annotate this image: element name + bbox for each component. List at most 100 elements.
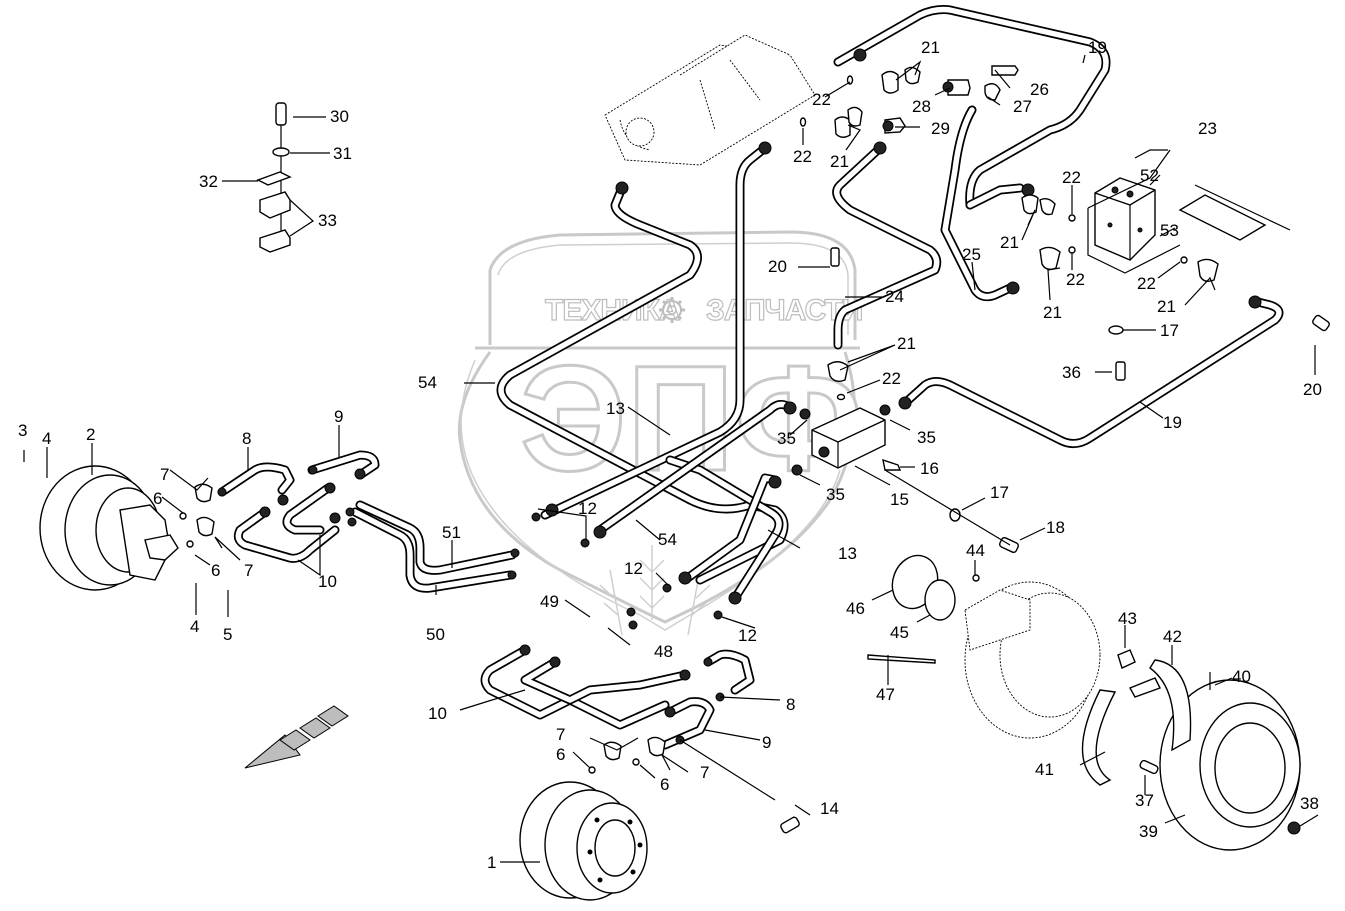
callout-6-left-bottom[interactable]: 6 xyxy=(211,561,220,580)
callout-22-valve-right[interactable]: 22 xyxy=(1137,274,1156,293)
callout-35-right[interactable]: 35 xyxy=(917,428,936,447)
gear-icon xyxy=(659,297,685,323)
callout-21-valve-left[interactable]: 21 xyxy=(1000,233,1019,252)
callout-12-top[interactable]: 12 xyxy=(578,499,597,518)
callout-18[interactable]: 18 xyxy=(1046,518,1065,537)
callout-7-left-top[interactable]: 7 xyxy=(160,465,169,484)
callout-22-valve-mid[interactable]: 22 xyxy=(1066,270,1085,289)
callout-51[interactable]: 51 xyxy=(442,523,461,542)
callout-9-left[interactable]: 9 xyxy=(334,407,343,426)
callout-42[interactable]: 42 xyxy=(1163,627,1182,646)
callout-17-bottom[interactable]: 17 xyxy=(990,483,1009,502)
callout-12-bottom[interactable]: 12 xyxy=(738,626,757,645)
callout-35-bottom[interactable]: 35 xyxy=(826,485,845,504)
callout-32[interactable]: 32 xyxy=(199,172,218,191)
callout-38[interactable]: 38 xyxy=(1300,794,1319,813)
callout-49[interactable]: 49 xyxy=(540,592,559,611)
callout-7-bottom-right[interactable]: 7 xyxy=(700,763,709,782)
callout-10-bottom[interactable]: 10 xyxy=(428,704,447,723)
callout-35-left[interactable]: 35 xyxy=(777,429,796,448)
callout-23[interactable]: 23 xyxy=(1198,119,1217,138)
callout-4-top[interactable]: 4 xyxy=(42,429,51,448)
callout-21-block[interactable]: 21 xyxy=(897,334,916,353)
callout-14[interactable]: 14 xyxy=(820,799,839,818)
callout-31[interactable]: 31 xyxy=(333,144,352,163)
callout-50[interactable]: 50 xyxy=(426,625,445,644)
callout-21-valve-bottom[interactable]: 21 xyxy=(1043,303,1062,322)
callout-21-valve-right[interactable]: 21 xyxy=(1157,297,1176,316)
callout-37[interactable]: 37 xyxy=(1135,791,1154,810)
callout-9-bottom[interactable]: 9 xyxy=(762,733,771,752)
callout-22-upper-mid[interactable]: 22 xyxy=(793,147,812,166)
callout-3[interactable]: 3 xyxy=(18,421,27,440)
callout-20-right[interactable]: 20 xyxy=(1303,380,1322,399)
callout-8-bottom[interactable]: 8 xyxy=(786,695,795,714)
callout-26[interactable]: 26 xyxy=(1030,80,1049,99)
drive-motor-2 xyxy=(39,465,179,591)
callout-25[interactable]: 25 xyxy=(962,245,981,264)
callout-19-top[interactable]: 19 xyxy=(1088,38,1107,57)
callout-36[interactable]: 36 xyxy=(1062,363,1081,382)
callout-13-top[interactable]: 13 xyxy=(606,399,625,418)
callout-47[interactable]: 47 xyxy=(876,685,895,704)
callout-54-left[interactable]: 54 xyxy=(418,373,437,392)
callout-46[interactable]: 46 xyxy=(846,599,865,618)
watermark-wheat-icon xyxy=(599,545,711,636)
callout-7-bottom-left[interactable]: 7 xyxy=(556,725,565,744)
brake-parts-misc xyxy=(867,554,1301,835)
callout-30[interactable]: 30 xyxy=(330,107,349,126)
callout-6-bottom-right[interactable]: 6 xyxy=(660,775,669,794)
callout-20-middle[interactable]: 20 xyxy=(768,257,787,276)
callout-6-bottom-left[interactable]: 6 xyxy=(556,745,565,764)
callout-45[interactable]: 45 xyxy=(890,623,909,642)
callout-labels: 1 2 3 4 4 5 6 6 6 6 7 7 7 7 8 8 9 9 10 1… xyxy=(18,38,1322,872)
callout-22-block[interactable]: 22 xyxy=(882,369,901,388)
callout-40[interactable]: 40 xyxy=(1232,667,1251,686)
callout-24[interactable]: 24 xyxy=(885,287,904,306)
callout-48[interactable]: 48 xyxy=(654,642,673,661)
callout-10-left[interactable]: 10 xyxy=(318,572,337,591)
callout-52[interactable]: 52 xyxy=(1140,166,1159,185)
callout-21-upper-mid[interactable]: 21 xyxy=(830,152,849,171)
callout-15[interactable]: 15 xyxy=(890,490,909,509)
callout-39[interactable]: 39 xyxy=(1139,822,1158,841)
valve-block-52 xyxy=(1087,149,1291,274)
brake-shoe-41 xyxy=(1081,689,1117,786)
leader-lines xyxy=(23,54,1319,863)
callout-16[interactable]: 16 xyxy=(920,459,939,478)
pipes xyxy=(217,5,1284,750)
callout-53[interactable]: 53 xyxy=(1160,221,1179,240)
callout-2[interactable]: 2 xyxy=(86,425,95,444)
callout-44[interactable]: 44 xyxy=(966,541,985,560)
callout-1[interactable]: 1 xyxy=(487,853,496,872)
callout-12-middle[interactable]: 12 xyxy=(624,559,643,578)
callout-7-left-bottom[interactable]: 7 xyxy=(244,561,253,580)
callout-22-valve-top[interactable]: 22 xyxy=(1062,168,1081,187)
brake-motor-ghost xyxy=(964,581,1101,739)
callout-6-left-top[interactable]: 6 xyxy=(153,489,162,508)
pipe-clamp-33 xyxy=(256,102,292,253)
callout-33[interactable]: 33 xyxy=(318,211,337,230)
callout-54-middle[interactable]: 54 xyxy=(658,530,677,549)
callout-27[interactable]: 27 xyxy=(1013,97,1032,116)
callout-28[interactable]: 28 xyxy=(912,97,931,116)
callout-21-top[interactable]: 21 xyxy=(921,38,940,57)
callout-22-top[interactable]: 22 xyxy=(812,90,831,109)
drive-motor-1 xyxy=(519,781,648,901)
brake-shoe-42 xyxy=(1129,659,1192,752)
callout-19-right[interactable]: 19 xyxy=(1163,413,1182,432)
callout-13-bottom[interactable]: 13 xyxy=(838,544,857,563)
callout-4-bottom[interactable]: 4 xyxy=(190,617,199,636)
brake-drum-39 xyxy=(1159,679,1301,851)
watermark-logo-letters: ЭПФ xyxy=(520,334,863,502)
callout-5[interactable]: 5 xyxy=(223,625,232,644)
fittings xyxy=(179,48,1330,834)
callout-43[interactable]: 43 xyxy=(1118,609,1137,628)
watermark-text-right: ЗАПЧАСТИ xyxy=(706,294,862,327)
watermark-text-left: ТЕХНИКА xyxy=(545,294,680,327)
callout-41[interactable]: 41 xyxy=(1035,760,1054,779)
callout-29[interactable]: 29 xyxy=(931,119,950,138)
callout-17-right[interactable]: 17 xyxy=(1160,321,1179,340)
callout-8-left[interactable]: 8 xyxy=(242,429,251,448)
